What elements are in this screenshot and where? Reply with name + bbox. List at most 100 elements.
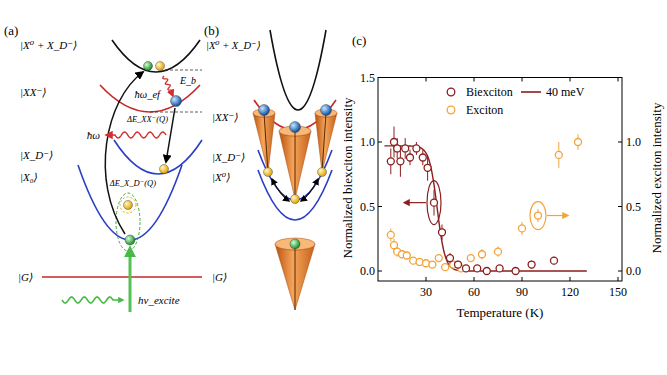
state-label: |G⟩: [212, 272, 227, 283]
exciton-band: [78, 165, 182, 240]
panel-a-illustration: [42, 40, 202, 312]
axis-title: Temperature (K): [457, 306, 544, 319]
state-label: |X⁰ + X_D⁻⟩: [20, 40, 77, 51]
tick-mark: [618, 77, 622, 78]
photon-label: ħω: [87, 130, 100, 141]
exciton-series: [387, 134, 581, 272]
state-label: |X⁰ + X_D⁻⟩: [206, 41, 261, 52]
scattering-arrow: [301, 179, 318, 201]
axis-pointer: [547, 215, 568, 216]
data-point: [407, 154, 414, 161]
tick-label: 150: [609, 286, 627, 298]
tick-mark: [378, 271, 382, 272]
data-point: [402, 145, 409, 152]
data-point: [519, 225, 526, 232]
legend-entry: Biexciton: [440, 86, 513, 98]
tick-label: 120: [561, 286, 579, 298]
pair-outline: [116, 193, 140, 251]
tick-label: 0.0: [626, 265, 641, 277]
legend-marker: [447, 88, 455, 96]
data-point: [483, 268, 490, 275]
continuum-band: [112, 40, 200, 72]
state-label: |X_D⁻⟩: [212, 152, 245, 163]
tick-label: 0.5: [360, 201, 375, 213]
data-point: [467, 255, 474, 262]
data-point: [435, 255, 442, 262]
data-point: [479, 251, 486, 258]
cone-top: [275, 238, 315, 250]
particle-outline: [120, 197, 136, 213]
legend-text: Exciton: [466, 104, 503, 116]
data-point: [419, 154, 426, 161]
photon-wave: [62, 297, 122, 303]
data-point: [463, 265, 470, 272]
tick-mark: [618, 206, 622, 207]
trion-band: [114, 140, 202, 174]
data-point: [403, 252, 410, 259]
data-point: [455, 261, 462, 268]
tick-mark: [522, 78, 523, 82]
legend-entry: 40 meV: [520, 86, 584, 98]
tick-mark: [474, 78, 475, 82]
momentum-cone: [253, 113, 275, 172]
panel-label: (b): [204, 24, 219, 37]
tick-mark: [570, 277, 571, 281]
legend-sample: [520, 86, 542, 98]
state-label: |G⟩: [18, 272, 33, 283]
data-point: [512, 268, 519, 275]
photon-wave: [163, 76, 173, 96]
momentum-cone: [279, 131, 311, 199]
photon-label: ħω_ef: [135, 90, 161, 101]
tick-label: 30: [420, 286, 432, 298]
legend-text: Biexciton: [466, 86, 513, 98]
data-point: [535, 212, 542, 219]
data-point: [495, 248, 502, 255]
state-label: |X_D⁻⟩: [20, 150, 53, 161]
legend-text: 40 meV: [546, 86, 584, 98]
trion-dot: [318, 168, 327, 177]
exciton-dot: [125, 235, 135, 245]
energy-guide: [160, 70, 202, 71]
trion-dot: [291, 195, 300, 204]
data-point: [442, 264, 449, 271]
photon-wave: [106, 132, 166, 138]
photon-label: hν_excite: [138, 295, 180, 306]
tick-mark: [378, 142, 382, 143]
legend-marker: [447, 106, 455, 114]
fit-curve: [384, 146, 586, 271]
electron-dot: [144, 62, 153, 71]
temperature-plot: [378, 78, 622, 282]
momentum-cone: [315, 113, 337, 172]
tick-mark: [618, 78, 619, 82]
tick-mark: [618, 277, 619, 281]
pump-arrow: [129, 250, 132, 312]
tick-mark: [426, 78, 427, 82]
data-point: [551, 257, 558, 264]
biexciton-band: [100, 85, 200, 112]
highlight-ellipse: [427, 181, 441, 225]
panel-label: (a): [4, 24, 18, 37]
momentum-cone: [275, 244, 315, 310]
continuum-band: [270, 30, 326, 110]
tick-label: 90: [516, 286, 528, 298]
biexciton-series: [387, 127, 557, 275]
data-point: [496, 265, 503, 272]
hole-dot: [156, 62, 165, 71]
tick-label: 1.5: [360, 72, 375, 84]
biexciton-dot: [171, 96, 182, 107]
data-point: [431, 199, 438, 206]
tick-mark: [474, 277, 475, 281]
tick-mark: [426, 277, 427, 281]
axis-title: Normalized exciton intensity: [650, 103, 663, 254]
highlight-ellipse: [530, 202, 546, 230]
energy-label: E_b: [180, 76, 196, 86]
biexciton-dot: [290, 122, 301, 133]
plot-frame: [378, 78, 622, 282]
state-label: |XX⁻⟩: [212, 112, 239, 123]
axis-pointer: [404, 202, 426, 203]
tick-label: 0.0: [360, 265, 375, 277]
exciton-dot: [290, 239, 300, 249]
biexciton-dot: [321, 105, 332, 116]
data-point: [394, 145, 401, 152]
